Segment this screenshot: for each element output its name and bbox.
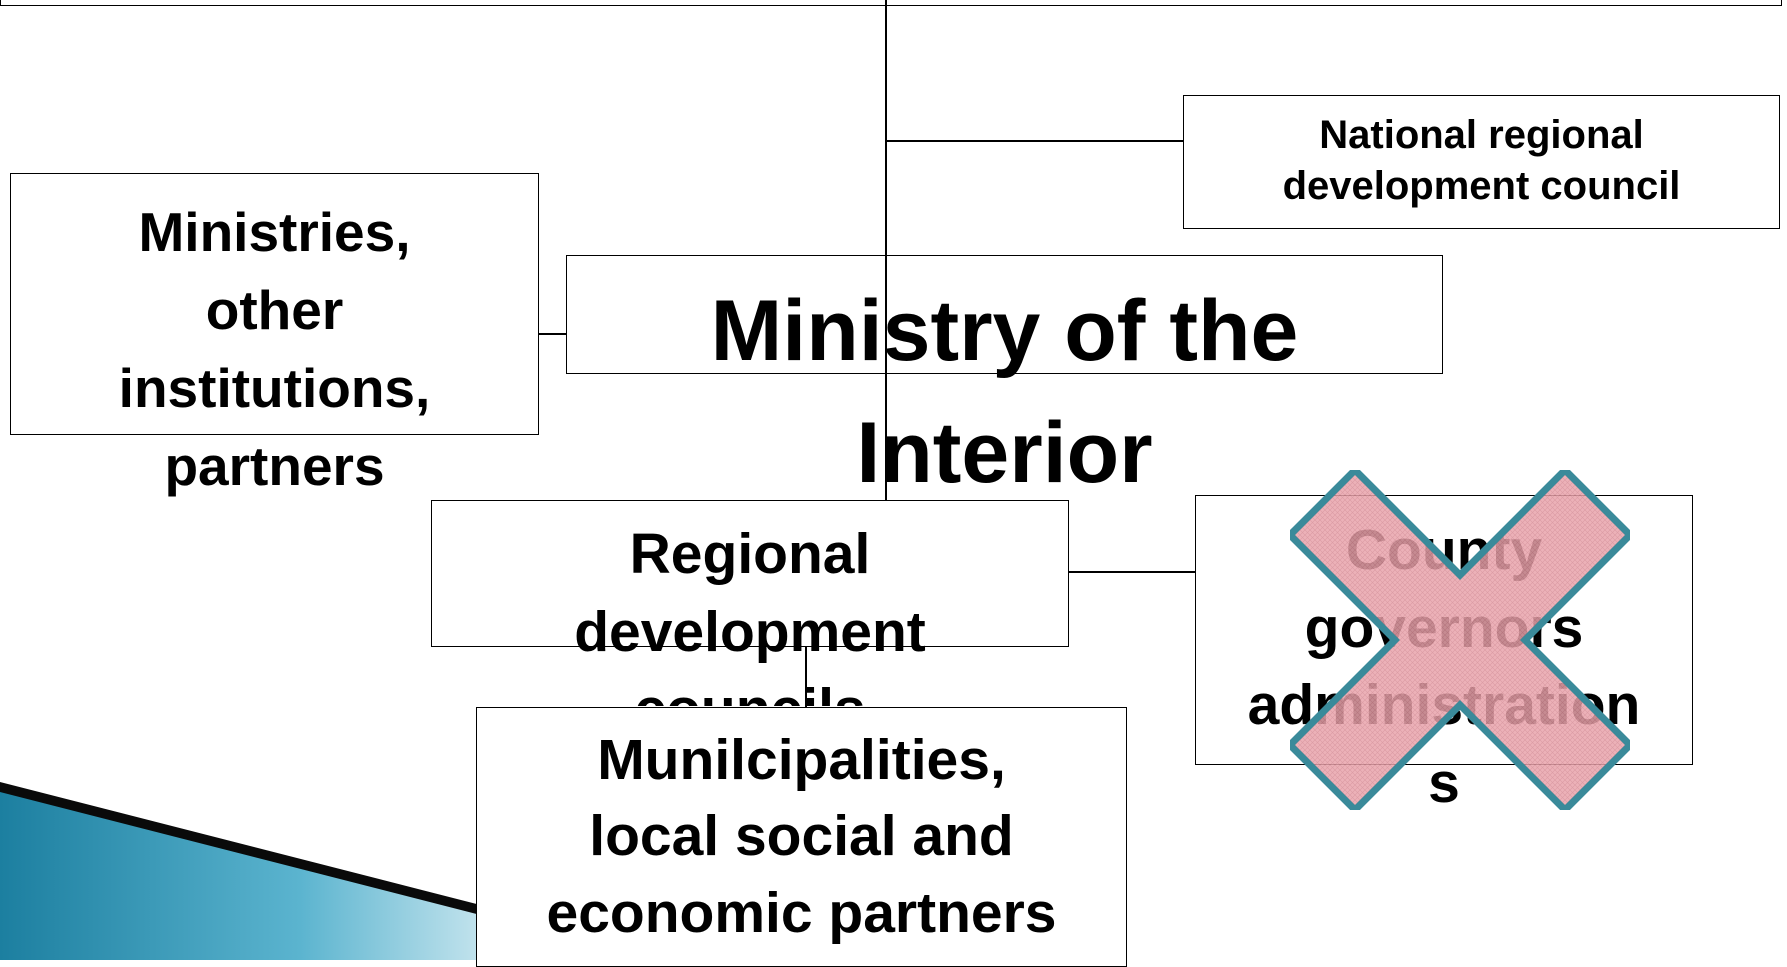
ministries-box <box>10 173 539 435</box>
national-council-label: National regional development council <box>1282 113 1681 209</box>
connector-to-municipalities <box>805 647 807 707</box>
top-box <box>0 0 1782 6</box>
municipalities-box <box>476 707 1127 967</box>
connector-trunk <box>885 0 887 500</box>
connector-to-county <box>1069 571 1195 573</box>
ministries-label: Ministries, other institutions, partners <box>118 201 431 498</box>
connector-to-ministries <box>539 333 566 335</box>
municipalities-label: Munilcipalities, local social and econom… <box>546 728 1057 945</box>
decorative-arrow-shape <box>0 782 500 960</box>
regional-councils-label: Regional development councils <box>574 522 926 706</box>
connector-to-national <box>885 140 1183 142</box>
ministry-interior-box <box>566 255 1443 374</box>
national-council-box <box>1183 95 1780 229</box>
ministry-interior-label: Ministry of the Interior <box>710 283 1299 502</box>
cross-out-icon <box>1290 470 1630 810</box>
regional-councils-box <box>431 500 1069 647</box>
